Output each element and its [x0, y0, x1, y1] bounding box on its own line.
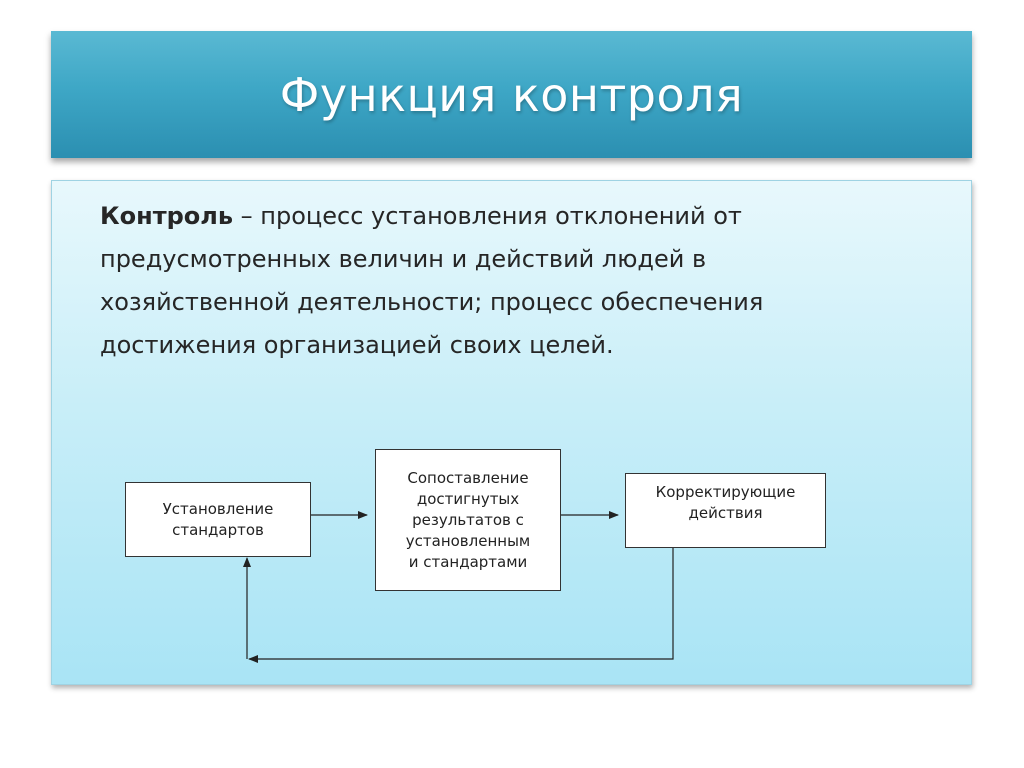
content-box: Контроль – процесс установления отклонен…	[51, 180, 972, 685]
definition-term: Контроль	[100, 202, 234, 230]
flow-diagram	[243, 511, 674, 663]
node-corrective-actions: Корректирующие действия	[625, 473, 826, 548]
definition-text: – процесс установления отклонений от пре…	[100, 202, 764, 359]
feedback-line-down-left	[248, 548, 674, 663]
title-bar: Функция контроля	[51, 31, 972, 158]
definition-paragraph: Контроль – процесс установления отклонен…	[100, 195, 890, 367]
node-comparison: Сопоставление достигнутых результатов с …	[375, 449, 561, 591]
slide-title: Функция контроля	[279, 67, 744, 122]
node-setting-standards: Установление стандартов	[125, 482, 311, 557]
